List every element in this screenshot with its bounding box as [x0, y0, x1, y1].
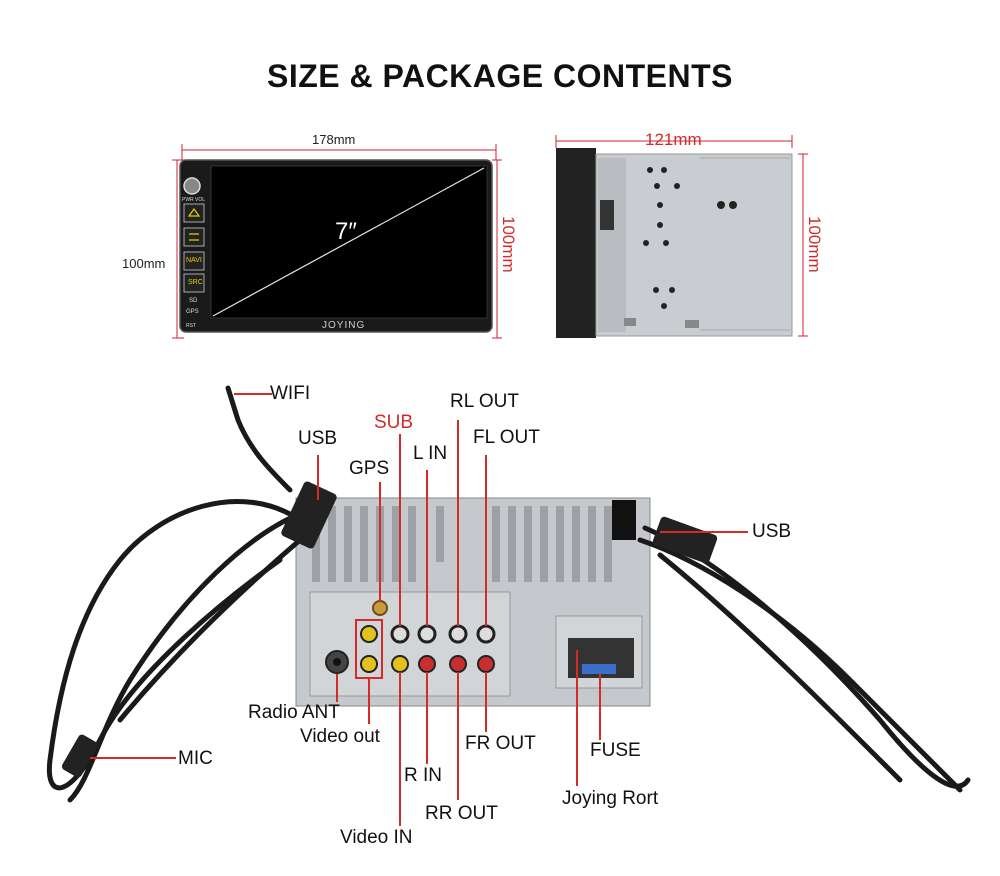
label-r-in: R IN [404, 765, 442, 786]
src-button: SRC [188, 279, 203, 286]
front-width-label: 178mm [312, 132, 356, 147]
front-unit [172, 144, 502, 339]
brand-label: JOYING [322, 320, 366, 331]
label-joying-port: Joying Rort [562, 788, 659, 809]
label-wifi: WIFI [270, 383, 311, 404]
rst-label: RST [186, 323, 196, 329]
gps-slot-label: GPS [186, 309, 199, 315]
label-fuse: FUSE [590, 740, 641, 761]
label-fr-out: FR OUT [465, 733, 536, 754]
side-unit [555, 135, 808, 338]
page-title: SIZE & PACKAGE CONTENTS [266, 58, 734, 94]
label-video-in: Video IN [340, 827, 413, 848]
label-l-in: L IN [413, 443, 448, 464]
label-mic: MIC [178, 748, 213, 769]
label-usb-left: USB [298, 428, 338, 449]
front-height-right-label: 100mm [499, 216, 518, 273]
side-height-label: 100mm [805, 216, 824, 273]
usb-connector-right [652, 516, 718, 564]
pwr-vol-label: PWR VOL [182, 197, 206, 203]
label-video-out: Video out [300, 726, 380, 747]
label-rl-out: RL OUT [450, 391, 519, 412]
rear-panel [295, 497, 651, 707]
screen-size-label: 7″ [335, 218, 357, 245]
label-gps: GPS [349, 458, 390, 479]
mic-connector [61, 734, 99, 778]
front-height-label: 100mm [122, 256, 166, 271]
usb-connector-left [281, 481, 337, 549]
side-width-label: 121mm [645, 130, 702, 149]
label-rr-out: RR OUT [425, 803, 498, 824]
label-sub: SUB [374, 412, 414, 433]
label-radio-ant: Radio ANT [248, 702, 340, 723]
label-fl-out: FL OUT [473, 427, 540, 448]
sd-label: SD [189, 298, 198, 304]
leader-lines [90, 393, 748, 826]
label-usb-right: USB [752, 521, 792, 542]
navi-button: NAVI [186, 257, 202, 264]
